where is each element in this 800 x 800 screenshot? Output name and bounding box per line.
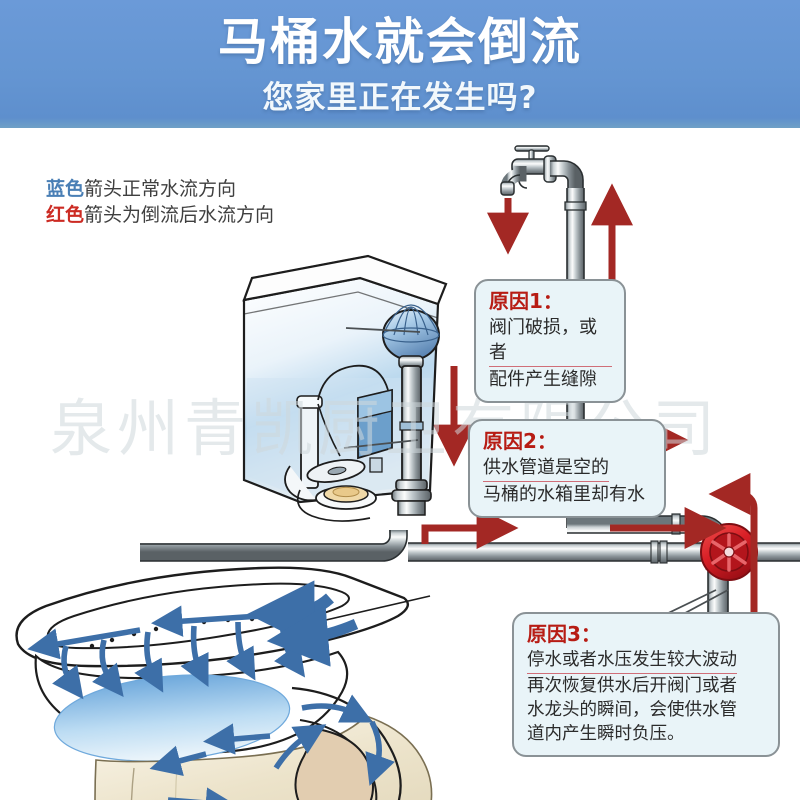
blue-arrow-surface-left-2 bbox=[149, 745, 207, 777]
blue-jet-1 bbox=[52, 645, 84, 700]
blue-jet-4 bbox=[180, 625, 209, 688]
callout-1-line1: 阀门破损，或者 bbox=[489, 315, 612, 367]
red-arrow-right-up bbox=[708, 473, 758, 626]
blue-arrow-tank-to-bowl bbox=[266, 605, 359, 667]
leader-callout2 bbox=[343, 439, 419, 449]
header-banner: 马桶水就会倒流 您家里正在发生吗? bbox=[0, 0, 800, 128]
leader-callout1 bbox=[345, 327, 421, 333]
callout-2-body: 供水管道是空的 马桶的水箱里却有水 bbox=[483, 455, 652, 507]
blue-jet-5 bbox=[226, 621, 256, 681]
page-subtitle: 您家里正在发生吗? bbox=[262, 80, 538, 116]
callout-2-line1: 供水管道是空的 bbox=[483, 455, 609, 482]
callout-3-body: 停水或者水压发生较大波动 再次恢复供水后开阀门或者 水龙头的瞬间，会使供水管 道… bbox=[527, 648, 766, 746]
blue-jet-2 bbox=[92, 639, 124, 698]
flow-legend: 蓝色箭头正常水流方向 红色箭头为倒流后水流方向 bbox=[46, 176, 274, 228]
normal-flow-arrows-blue bbox=[27, 580, 395, 800]
blue-arrow-surface-left-1 bbox=[203, 723, 271, 755]
flapper-seat bbox=[284, 459, 377, 522]
page-title: 马桶水就会倒流 bbox=[218, 13, 582, 71]
callout-2-title: 原因2： bbox=[483, 429, 557, 453]
callout-3-title: 原因3： bbox=[527, 622, 601, 646]
shutoff-valve-wheel[interactable] bbox=[700, 523, 758, 581]
callout-3-line2: 再次恢复供水后开阀门或者 bbox=[527, 676, 737, 696]
float-ball bbox=[382, 304, 440, 369]
callout-reason-2: 原因2： 供水管道是空的 马桶的水箱里却有水 bbox=[468, 419, 666, 518]
legend-red-text: 箭头为倒流后水流方向 bbox=[84, 204, 275, 226]
callout-2-line2: 马桶的水箱里却有水 bbox=[483, 484, 645, 505]
callout-1-body: 阀门破损，或者 配件产生缝隙 bbox=[489, 315, 612, 392]
callout-3-line1: 停水或者水压发生较大波动 bbox=[527, 648, 737, 674]
callout-reason-3: 原因3： 停水或者水压发生较大波动 再次恢复供水后开阀门或者 水龙头的瞬间，会使… bbox=[512, 612, 780, 757]
legend-red-row: 红色箭头为倒流后水流方向 bbox=[46, 202, 274, 228]
blue-arrow-trap-up bbox=[273, 724, 327, 770]
plumbing-illustration bbox=[15, 145, 800, 800]
toilet-tank bbox=[242, 254, 448, 522]
legend-blue-label: 蓝色 bbox=[46, 178, 85, 200]
legend-red-label: 红色 bbox=[46, 204, 85, 226]
legend-blue-row: 蓝色箭头正常水流方向 bbox=[46, 176, 274, 202]
blue-arrow-trap-down bbox=[365, 720, 395, 786]
fill-valve-column bbox=[391, 365, 432, 516]
legend-blue-text: 箭头正常水流方向 bbox=[84, 178, 237, 200]
callout-3-line3: 水龙头的瞬间，会使供水管 bbox=[527, 700, 737, 720]
flush-valve-block bbox=[357, 388, 393, 473]
callout-reason-1: 原因1： 阀门破损，或者 配件产生缝隙 bbox=[474, 279, 626, 403]
blue-arrow-trap-crest bbox=[301, 694, 374, 723]
faucet bbox=[500, 145, 584, 196]
blue-jet-3 bbox=[134, 631, 164, 693]
overflow-tube bbox=[296, 395, 323, 489]
callout-3-line4: 道内产生瞬时负压。 bbox=[527, 724, 685, 744]
toilet-bowl bbox=[15, 566, 433, 800]
callout-1-line2: 配件产生缝隙 bbox=[489, 369, 597, 390]
red-arrow-main-right-1 bbox=[421, 507, 519, 549]
blue-arrow-rim-left-2 bbox=[27, 627, 141, 660]
callout-1-title: 原因1： bbox=[489, 289, 563, 313]
